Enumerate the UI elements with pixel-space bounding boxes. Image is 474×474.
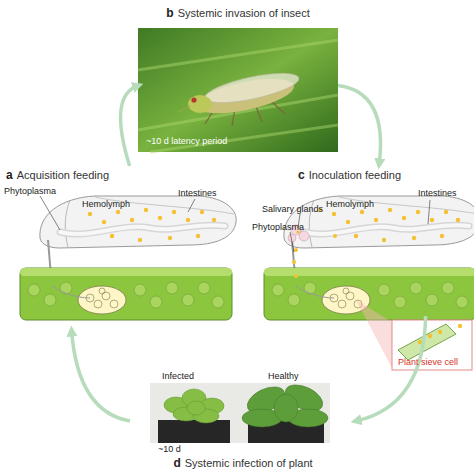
part-label: Hemolymph [326,199,374,210]
stage-name: Systemic infection of plant [185,457,313,469]
stage-panel: b Systemic invasion of insect [138,2,338,154]
part-label: Healthy [268,371,299,382]
panel-letter: a [6,168,13,182]
panel-letter: c [298,168,305,182]
part-label: Phytoplasma [4,186,56,197]
cycle-arrow [72,331,130,421]
stage-panel: d Systemic infection of plant [130,370,356,472]
stage-panel: c Inoculation feeding [240,164,472,316]
part-label: Infected [162,371,194,382]
cycle-arrow [356,316,426,421]
panel-letter: d [173,456,180,470]
part-label: Plant sieve cell [398,357,458,368]
cycle-arrow [121,86,138,166]
stage-name: Acquisition feeding [17,169,109,181]
stage-title: a Acquisition feeding [6,168,109,182]
part-label: ~10 d latency period [146,136,227,147]
stage-title: d Systemic infection of plant [173,456,312,470]
stage-name: Systemic invasion of insect [178,7,310,19]
stage-title: b Systemic invasion of insect [166,6,309,20]
stage-title: c Inoculation feeding [298,168,401,182]
part-label: Hemolymph [82,199,130,210]
part-label: Phytoplasma [252,222,304,233]
panel-letter: b [166,6,173,20]
part-label: Intestines [178,188,217,199]
cycle-arrow [338,86,381,164]
stage-name: Inoculation feeding [309,169,401,181]
part-label: Salivary glands [262,204,323,215]
part-label: Intestines [418,188,457,199]
part-label: ~10 d [158,444,181,455]
